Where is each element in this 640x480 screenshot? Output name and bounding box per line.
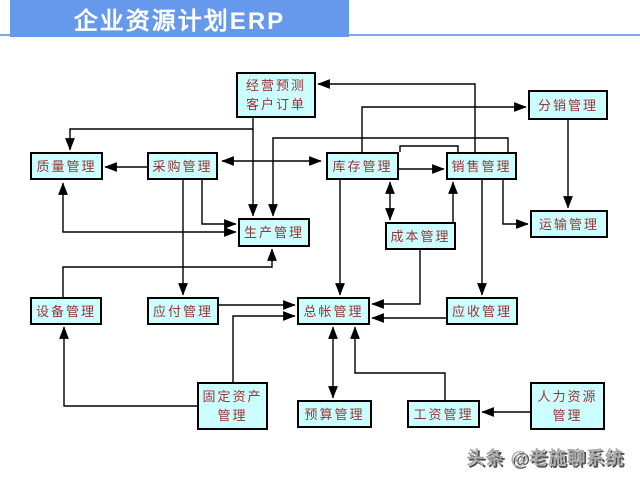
node-label: 应付管理	[152, 303, 213, 319]
node-label: 销售管理	[451, 158, 512, 174]
node-label: 生产管理	[243, 225, 304, 240]
page-title: 企业资源计划ERP	[10, 0, 349, 37]
edge-equipment-production	[62, 248, 277, 297]
edge-fixed_assets-equipment	[59, 326, 197, 407]
node-production: 生产管理	[238, 218, 310, 247]
edge-procurement-production	[201, 180, 237, 229]
node-hr: 人力资源管理	[530, 382, 605, 430]
node-label: 工资管理	[413, 406, 474, 422]
edge-fixed_assets-ledger	[232, 311, 296, 382]
node-inventory: 库存管理	[326, 152, 399, 180]
edge-sales-inventory	[399, 145, 459, 152]
edge-quality-production	[58, 182, 237, 237]
node-label: 人力资源	[537, 389, 598, 404]
node-label: 固定资产	[202, 389, 263, 404]
edge-payroll-ledger	[350, 326, 446, 400]
edge-forecast-quality	[65, 128, 253, 151]
node-label: 管理	[552, 408, 583, 423]
node-label: 质量管理	[36, 158, 97, 174]
node-budget: 预算管理	[297, 400, 372, 428]
node-label: 分销管理	[537, 97, 598, 113]
node-label: 采购管理	[152, 158, 213, 174]
node-fixed_assets: 固定资产管理	[197, 382, 268, 430]
node-label: 预算管理	[304, 406, 365, 422]
node-label: 经营预测	[245, 78, 306, 93]
node-label: 客户订单	[245, 97, 306, 112]
node-receivable: 应收管理	[446, 297, 518, 325]
node-label: 总帐管理	[303, 303, 364, 319]
node-payroll: 工资管理	[407, 400, 480, 428]
node-sales: 销售管理	[446, 152, 517, 180]
node-payable: 应付管理	[147, 297, 219, 325]
edge-cost-ledger	[371, 250, 421, 309]
node-label: 应收管理	[451, 303, 512, 319]
edge-sales-transport	[502, 180, 529, 229]
node-quality: 质量管理	[30, 152, 103, 180]
node-procurement: 采购管理	[147, 152, 218, 180]
watermark: 头条 @老施聊系统	[466, 448, 624, 468]
node-forecast: 经营预测客户订单	[236, 72, 316, 118]
edge-sales-production	[268, 137, 509, 217]
node-label: 设备管理	[35, 303, 96, 319]
node-label: 运输管理	[538, 216, 599, 232]
edge-sales-forecast	[317, 79, 476, 152]
node-ledger: 总帐管理	[297, 297, 370, 325]
node-label: 库存管理	[332, 158, 393, 174]
node-transport: 运输管理	[530, 210, 608, 238]
edge-inventory-distribution	[361, 102, 527, 152]
node-label: 管理	[217, 408, 248, 423]
node-equipment: 设备管理	[30, 297, 102, 325]
node-label: 成本管理	[390, 228, 451, 244]
node-distribution: 分销管理	[528, 90, 608, 120]
node-cost: 成本管理	[385, 222, 456, 250]
